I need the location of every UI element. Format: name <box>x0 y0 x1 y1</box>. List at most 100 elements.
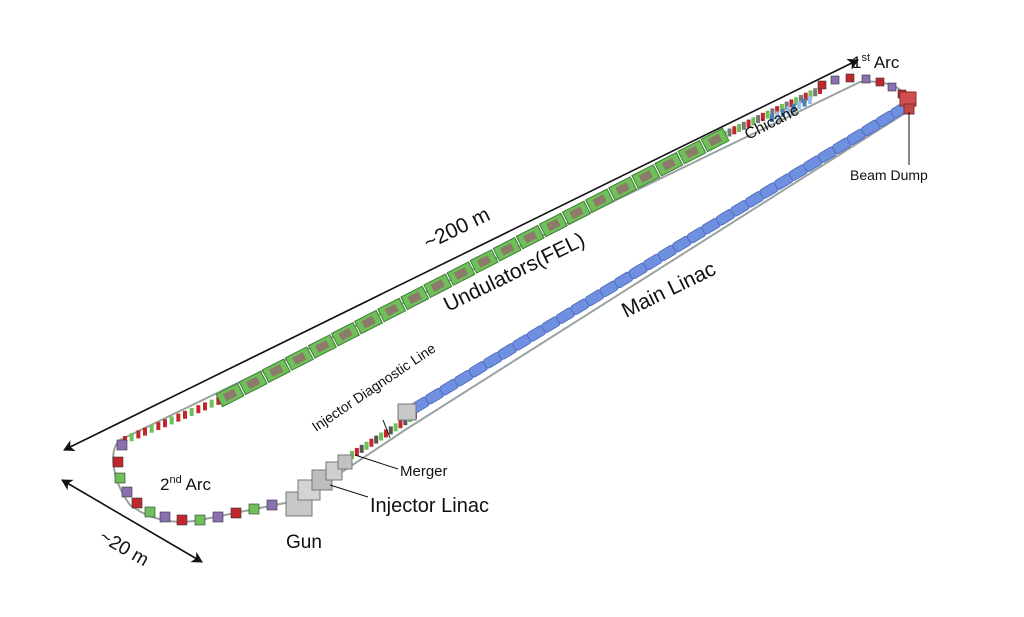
undulator-module <box>238 370 268 396</box>
beamline-magnet <box>737 124 742 133</box>
second-arc-magnets <box>112 439 278 526</box>
beamline-magnet <box>770 108 775 117</box>
beamline-magnet <box>136 430 141 439</box>
undulator-core <box>245 376 261 390</box>
undulator-core <box>615 182 630 195</box>
beamline-magnet <box>176 413 181 422</box>
arc-magnet <box>194 514 206 526</box>
beamline-magnet <box>398 420 403 429</box>
undulator-core <box>569 206 584 220</box>
undulator-core <box>523 230 538 244</box>
arc-magnet <box>116 439 128 451</box>
beamline-magnet <box>789 99 794 108</box>
beamline-magnet <box>775 111 780 120</box>
undulator-module <box>492 236 522 262</box>
injector-diag-leader <box>382 419 391 439</box>
beamline-magnet <box>169 416 174 425</box>
arc-magnet <box>131 497 143 509</box>
arc-magnet <box>266 499 278 511</box>
arc-magnet <box>887 82 897 92</box>
undulator-module <box>354 309 384 335</box>
arc-magnet <box>248 503 260 515</box>
beamline-magnet <box>784 101 789 110</box>
undulator-core <box>661 157 676 171</box>
undulator-core <box>269 364 284 378</box>
arc-magnet <box>159 511 171 523</box>
arc-magnet <box>112 456 124 468</box>
beamline-magnet <box>369 438 374 447</box>
beamline-magnet <box>209 399 214 408</box>
beamline-magnet <box>203 402 207 411</box>
beamline-magnet <box>156 422 161 430</box>
undulator-core <box>384 303 399 317</box>
undulator-core <box>499 242 515 256</box>
undulator-module <box>608 176 638 201</box>
undulator-core <box>292 352 307 365</box>
undulator-core <box>361 315 376 329</box>
beamline-magnet <box>808 90 813 99</box>
undulator-core <box>315 340 330 353</box>
arc-magnet <box>121 486 133 498</box>
beamline-magnet <box>727 128 732 137</box>
main-linac-cryomodules <box>410 101 912 414</box>
undulator-module <box>561 200 591 226</box>
undulator-module <box>330 321 361 347</box>
arc-magnet <box>176 514 188 526</box>
undulator-core <box>592 194 607 208</box>
arc-magnet <box>230 507 242 519</box>
beamline-magnet <box>780 108 785 117</box>
undulator-core <box>453 267 469 280</box>
beamline-magnet <box>216 396 221 405</box>
undulator-module <box>631 164 661 189</box>
undulator-core <box>476 255 492 268</box>
beamline-magnet <box>803 92 808 101</box>
chicane-label: Chicane <box>742 102 802 144</box>
beamline-magnet <box>393 423 398 432</box>
undulator-module <box>700 127 730 153</box>
beamline-magnet <box>163 419 167 428</box>
beam-path <box>112 80 912 523</box>
beamline-magnet <box>746 119 751 128</box>
beamline-magnet <box>379 432 384 441</box>
beamline-magnet <box>403 417 408 426</box>
beamline-magnet <box>383 429 388 438</box>
beamline-magnet <box>760 112 765 121</box>
undulator-core <box>684 145 700 159</box>
undulator-module <box>515 224 545 250</box>
length-200-label: ~200 m <box>420 203 494 255</box>
arc-magnet <box>817 80 827 90</box>
beamline-magnet <box>818 86 822 94</box>
width-20-label: ~20 m <box>96 526 153 571</box>
beam-dump-label: Beam Dump <box>850 167 928 183</box>
width-20-arrow <box>61 479 203 563</box>
beamline-magnet <box>129 433 134 442</box>
main-linac-label: Main Linac <box>618 257 719 322</box>
beamline-magnet <box>797 101 802 110</box>
merger-leader <box>354 454 399 470</box>
undulator-core <box>707 133 723 147</box>
length-200-arrow <box>63 59 859 451</box>
merger-label: Merger <box>400 463 448 480</box>
undulator-module <box>307 334 337 359</box>
undulator-module <box>446 261 476 286</box>
undulator-core <box>338 327 353 341</box>
beamline-magnet <box>798 94 803 103</box>
arc-magnet <box>144 506 156 518</box>
beamline-magnet <box>765 110 770 119</box>
first-arc-magnets <box>817 73 907 99</box>
second-arc-label: 2nd Arc <box>160 474 212 494</box>
beamline-magnet <box>756 115 761 124</box>
undulator-module <box>469 249 499 274</box>
beamline-magnet <box>196 405 201 414</box>
beamline-magnet <box>374 435 379 444</box>
beamline-magnet <box>143 427 147 436</box>
beamline-magnet <box>808 96 812 104</box>
undulator-core <box>638 170 653 183</box>
undulator-module <box>377 297 407 323</box>
undulator-core <box>430 279 446 293</box>
beamline-magnet <box>741 121 746 130</box>
first-arc-label: 1st Arc <box>852 52 900 72</box>
beamline-magnet <box>149 424 154 433</box>
undulator-module <box>215 382 245 408</box>
